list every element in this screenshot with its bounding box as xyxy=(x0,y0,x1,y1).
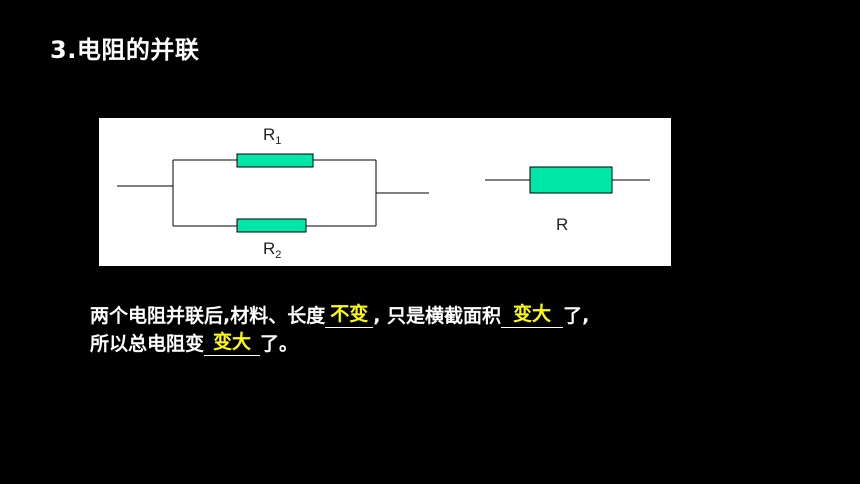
parallel-circuit xyxy=(117,159,429,227)
line1-part-a: 两个电阻并联后,材料、长度 xyxy=(90,305,326,327)
blank-1: 不变 xyxy=(325,303,374,328)
answer-2: 变大 xyxy=(513,303,552,325)
line1-part-b: , 只是横截面积 xyxy=(373,305,502,327)
label-r1: R1 xyxy=(263,125,281,147)
line-1: 两个电阻并联后,材料、长度不变, 只是横截面积变大了, xyxy=(90,302,589,330)
line-2: 所以总电阻变变大了。 xyxy=(90,330,589,358)
label-r2: R2 xyxy=(263,239,281,261)
label-r2-main: R xyxy=(263,239,275,258)
circuit-diagram: R1 R2 R xyxy=(99,118,671,266)
label-r: R xyxy=(556,215,568,234)
slide-title: 3.电阻的并联 xyxy=(50,36,200,64)
resistor-r1 xyxy=(236,153,314,168)
line2-part-b: 了。 xyxy=(260,333,299,355)
label-r2-sub: 2 xyxy=(275,249,281,261)
answer-1: 不变 xyxy=(330,303,369,325)
label-r1-sub: 1 xyxy=(275,135,281,147)
line1-part-c: 了, xyxy=(563,305,590,327)
answer-3: 变大 xyxy=(213,331,252,353)
line2-part-a: 所以总电阻变 xyxy=(90,333,205,355)
label-r1-main: R xyxy=(263,125,275,144)
resistor-r xyxy=(529,166,613,194)
blank-2: 变大 xyxy=(501,303,564,328)
explanation-text: 两个电阻并联后,材料、长度不变, 只是横截面积变大了, 所以总电阻变变大了。 xyxy=(90,302,589,358)
blank-3: 变大 xyxy=(204,331,261,356)
resistor-r2 xyxy=(236,218,307,233)
